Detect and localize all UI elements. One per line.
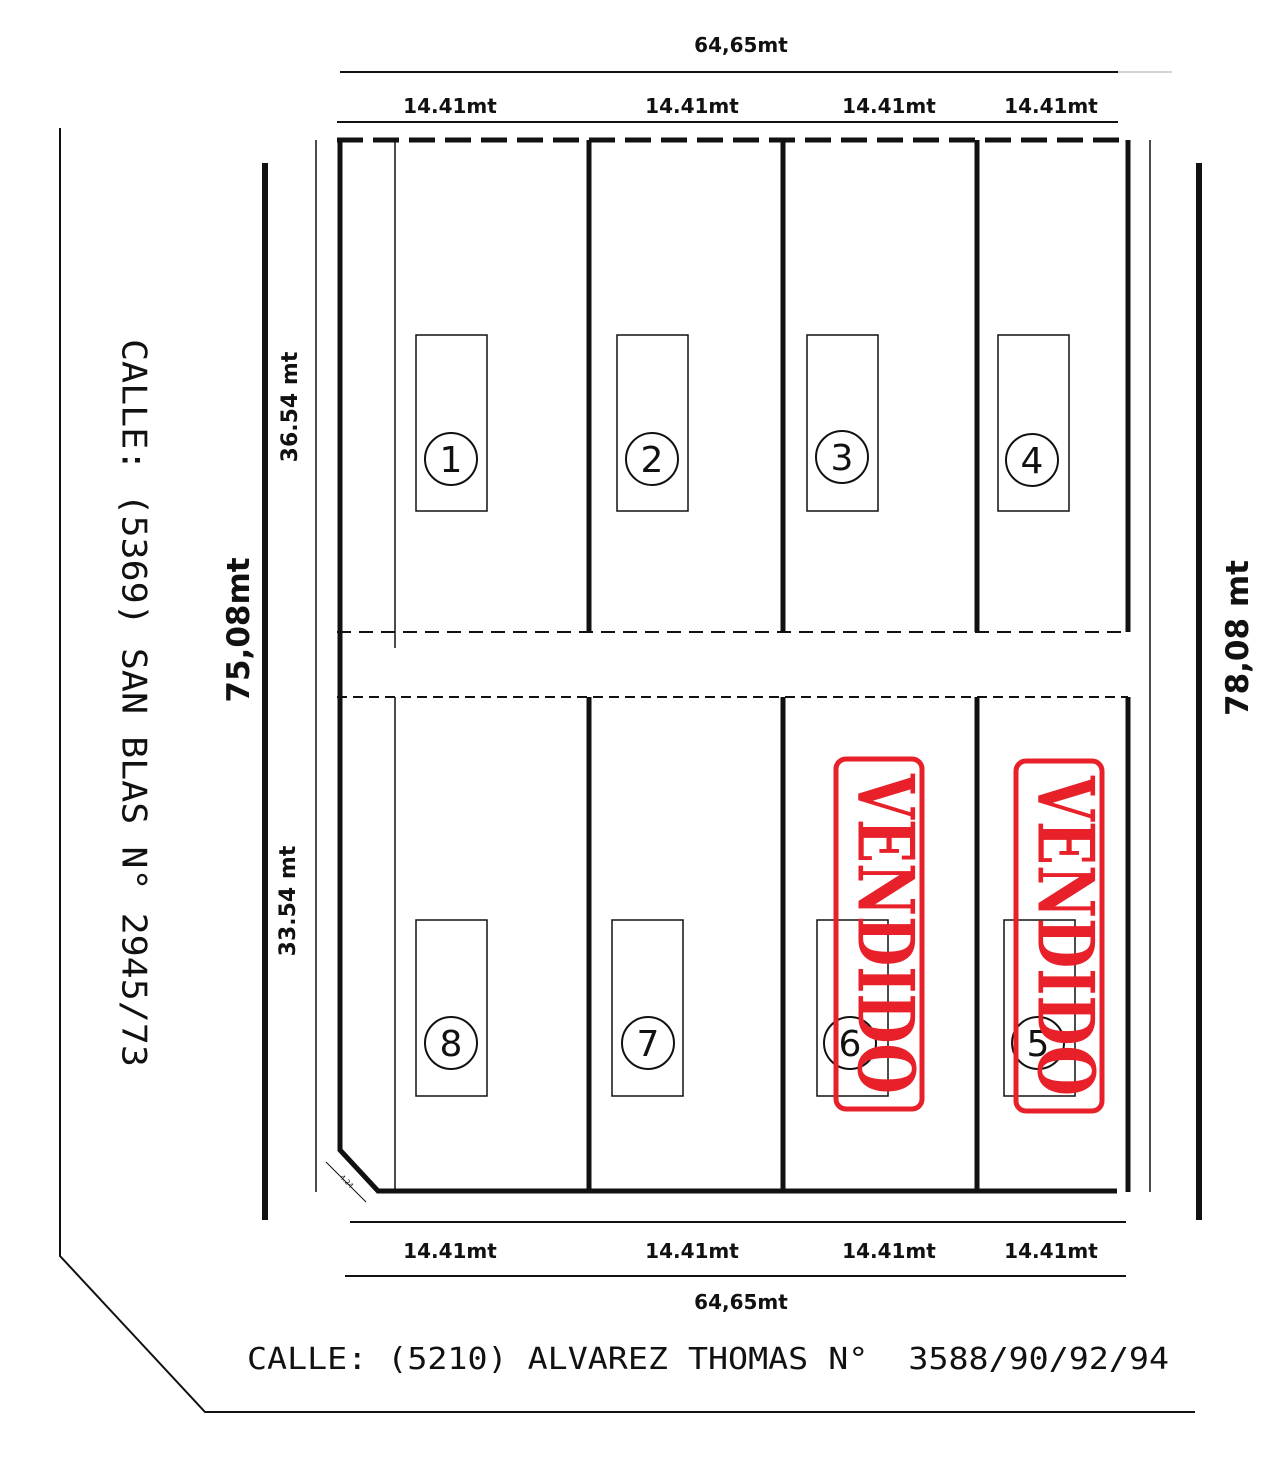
lot-number-3: 3	[831, 438, 854, 479]
street-left-label: CALLE: (5369) SAN BLAS N° 2945/73	[114, 339, 154, 1067]
building-lot-4	[997, 334, 1070, 512]
street-bottom-label: CALLE: (5210) ALVAREZ THOMAS N° 3588/90/…	[247, 1342, 1169, 1377]
bottom-width-4: 14.41mt	[1004, 1239, 1098, 1263]
lot-circle-2	[625, 432, 679, 486]
top-width-2: 14.41mt	[645, 94, 739, 118]
building-lot-2	[616, 334, 689, 512]
left-total-dim: 75,08mt	[221, 557, 257, 702]
lot-number-4: 4	[1021, 441, 1044, 482]
lot-circle-4	[1005, 433, 1059, 487]
building-lot-8	[415, 919, 488, 1097]
building-lot-6	[816, 919, 889, 1097]
lot-number-6: 6	[839, 1024, 862, 1065]
bottom-width-1: 14.41mt	[403, 1239, 497, 1263]
building-lot-1	[415, 334, 488, 512]
chamfer-dim: 4.24	[338, 1173, 355, 1190]
bottom-width-3: 14.41mt	[842, 1239, 936, 1263]
top-width-3: 14.41mt	[842, 94, 936, 118]
top-total-dim: 64,65mt	[694, 33, 788, 57]
upper-depth-dim: 36.54 mt	[278, 351, 303, 462]
chamfer-dim-line	[325, 1161, 367, 1203]
top-width-4: 14.41mt	[1004, 94, 1098, 118]
svg-text:VENDIDO: VENDIDO	[1020, 775, 1111, 1096]
lot-number-1: 1	[440, 440, 463, 481]
lower-depth-dim: 33.54 mt	[276, 845, 301, 956]
lot-number-2: 2	[641, 440, 664, 481]
top-width-1: 14.41mt	[403, 94, 497, 118]
lot-number-7: 7	[637, 1024, 660, 1065]
lot-circle-3	[815, 430, 869, 484]
right-total-dim: 78,08 mt	[1220, 560, 1256, 716]
sold-stamp-lot-5: VENDIDO	[1013, 758, 1111, 1114]
svg-text:VENDIDO: VENDIDO	[840, 773, 931, 1094]
lot-circle-1	[424, 432, 478, 486]
lot-circle-8	[424, 1016, 478, 1070]
bottom-width-2: 14.41mt	[645, 1239, 739, 1263]
lot-circle-5	[1011, 1016, 1065, 1070]
building-lot-3	[806, 334, 879, 512]
street-boundary	[59, 128, 1195, 1413]
left-boundary	[337, 140, 1117, 1194]
building-lot-7	[611, 919, 684, 1097]
lot-number-8: 8	[440, 1024, 463, 1065]
building-lot-5	[1003, 919, 1076, 1097]
lot-number-5: 5	[1027, 1024, 1050, 1065]
lot-circle-7	[621, 1016, 675, 1070]
bottom-total-dim: 64,65mt	[694, 1290, 788, 1314]
sold-stamp-lot-6: VENDIDO	[833, 756, 931, 1112]
